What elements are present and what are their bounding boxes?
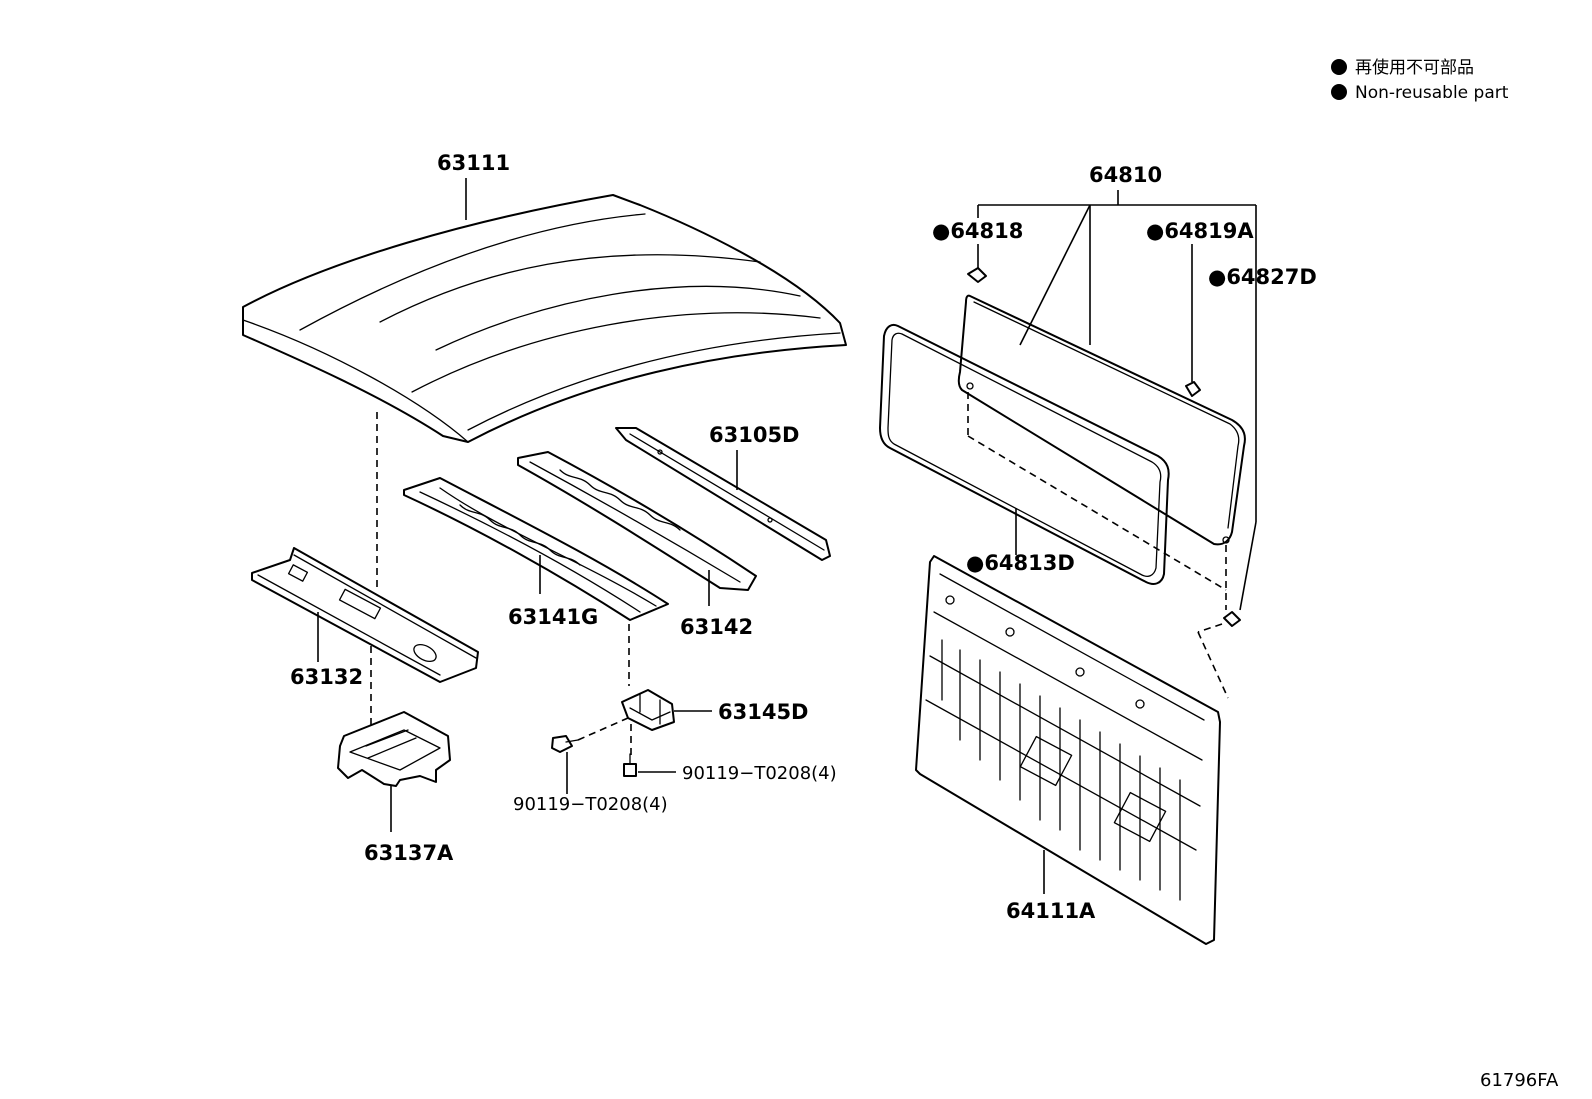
clip-64818-drawing [967, 267, 987, 283]
label-64810[interactable]: 64810 [1089, 163, 1162, 187]
label-63105D[interactable]: 63105D [709, 423, 800, 447]
bolt-drawing [551, 735, 637, 777]
label-64819A[interactable]: ●64819A [1146, 219, 1254, 243]
legend-bullet-icon [1331, 59, 1347, 75]
weatherstrip-drawing [879, 323, 1170, 585]
back-panel-drawing [915, 555, 1221, 945]
diagram-reference: 61796FA [1480, 1070, 1559, 1091]
clip-64819A-drawing [1185, 381, 1201, 397]
label-63137A[interactable]: 63137A [364, 841, 454, 865]
roof-header-drawing [251, 547, 479, 683]
bracket-63145D-drawing [621, 689, 675, 731]
label-63111[interactable]: 63111 [437, 151, 510, 175]
label-64818[interactable]: ●64818 [932, 219, 1023, 243]
label-63142[interactable]: 63142 [680, 615, 753, 639]
legend-bullet-icon [1331, 84, 1347, 100]
roof-panel-drawing [242, 194, 847, 443]
label-63132[interactable]: 63132 [290, 665, 363, 689]
roof-bow-63142-drawing [517, 451, 757, 591]
legend-label-jp: 再使用不可部品 [1355, 57, 1474, 78]
label-64813D[interactable]: ●64813D [966, 551, 1075, 575]
label-64827D[interactable]: ●64827D [1208, 265, 1317, 289]
roof-bow-63141G-drawing [403, 477, 669, 621]
label-90119-bolt-right[interactable]: 90119−T0208(4) [682, 763, 837, 784]
label-64111A[interactable]: 64111A [1006, 899, 1096, 923]
legend: 再使用不可部品 Non-reusable part [1331, 57, 1509, 103]
legend-label-en: Non-reusable part [1355, 83, 1509, 103]
label-90119-bolt-left[interactable]: 90119−T0208(4) [513, 794, 668, 815]
clip-64827D-drawing [1223, 611, 1241, 627]
label-63145D[interactable]: 63145D [718, 700, 809, 724]
label-63141G[interactable]: 63141G [508, 605, 598, 629]
back-window-glass-drawing [957, 294, 1246, 546]
bracket-63137A-drawing [337, 711, 451, 787]
reinforcement-63105D-drawing [615, 427, 831, 561]
